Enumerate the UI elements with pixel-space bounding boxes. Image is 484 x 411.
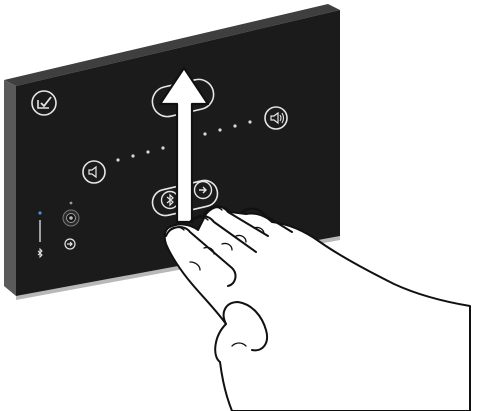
input-small-icon[interactable] bbox=[64, 238, 76, 250]
volume-dot bbox=[116, 158, 120, 162]
left-controls bbox=[37, 201, 80, 259]
status-slot bbox=[39, 220, 41, 242]
volume-dot bbox=[146, 150, 150, 154]
aux-led bbox=[69, 201, 73, 205]
volume-dot bbox=[203, 132, 207, 136]
volume-dot bbox=[131, 154, 135, 158]
bluetooth-small-icon[interactable] bbox=[37, 247, 43, 259]
aux-jack-icon bbox=[62, 209, 80, 227]
panel-side-edge bbox=[4, 80, 16, 296]
volume-dot bbox=[248, 120, 252, 124]
volume-dot bbox=[161, 146, 165, 150]
input-source-icon[interactable] bbox=[193, 180, 213, 200]
volume-dot bbox=[218, 128, 222, 132]
status-led bbox=[38, 211, 42, 215]
hand-icon bbox=[163, 205, 471, 411]
volume-down-icon[interactable] bbox=[82, 160, 106, 184]
check-badge-icon[interactable] bbox=[31, 90, 57, 116]
panel-top-edge bbox=[4, 4, 340, 86]
volume-up-icon[interactable] bbox=[264, 106, 288, 130]
volume-level-dots bbox=[116, 120, 252, 162]
up-arrow-icon bbox=[158, 66, 210, 224]
volume-dot bbox=[233, 124, 237, 128]
